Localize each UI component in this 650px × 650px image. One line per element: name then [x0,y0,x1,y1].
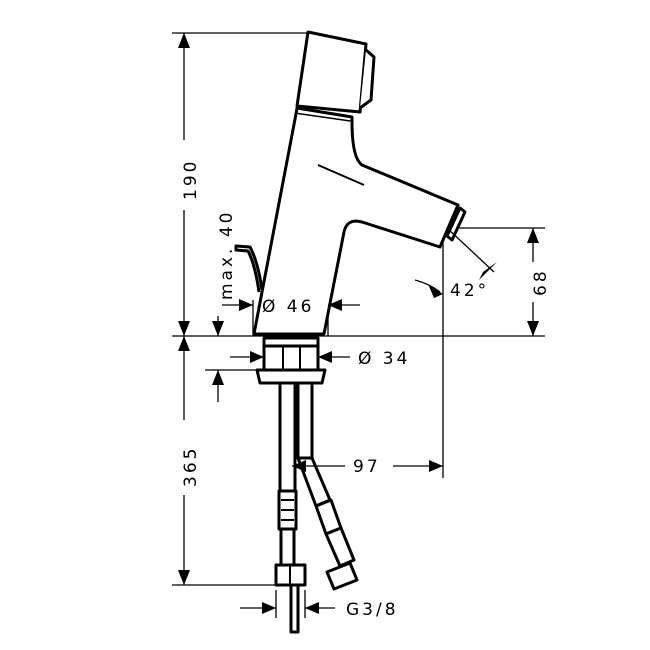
label-g38: G3/8 [346,600,399,620]
dimension-42deg [414,227,497,298]
body-highlight [317,164,365,186]
handle-cap [295,30,368,114]
label-diameter-34: Ø 34 [358,349,410,369]
dimension-68 [527,228,539,336]
label-68: 68 [531,268,551,296]
faucet-body [234,30,467,336]
label-42deg: 42° [450,281,489,301]
label-97: 97 [353,457,381,477]
dimension-max40 [212,316,224,402]
dimension-g38 [240,602,335,614]
label-365: 365 [181,446,201,487]
base-and-hoses [255,336,359,634]
dimension-190 [178,33,190,336]
label-190: 190 [181,159,201,200]
dimension-46 [222,299,360,311]
reference-lines [172,32,545,618]
dimension-365 [178,336,190,585]
handle-side [359,48,376,110]
label-max40: max. 40 [217,210,237,300]
dimension-34 [230,351,350,363]
label-diameter-46: Ø 46 [262,297,314,317]
body-and-spout [252,113,460,336]
pop-up-lever [234,244,264,293]
dimension-97 [292,460,443,472]
